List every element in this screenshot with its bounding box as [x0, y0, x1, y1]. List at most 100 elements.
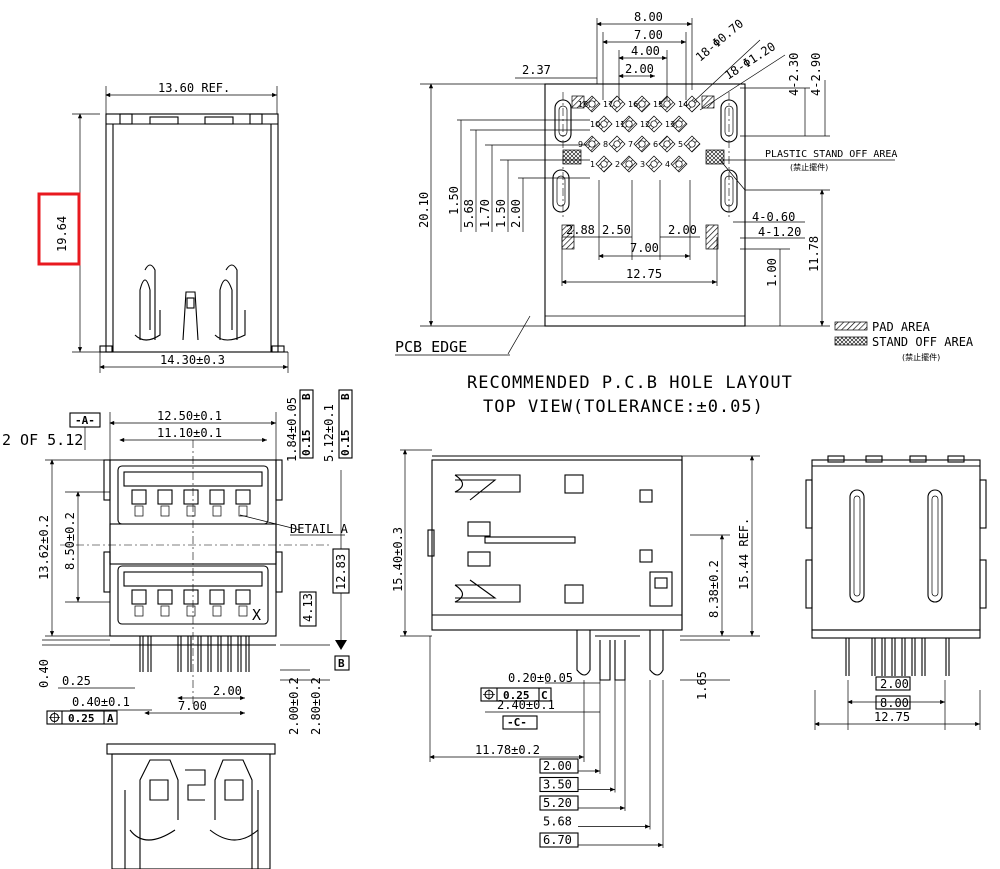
contact-spring [160, 505, 170, 517]
footprint-outline [544, 83, 746, 327]
boxed-dim-frame [539, 832, 579, 848]
hole [638, 140, 646, 148]
callout-hole-070: 18-Φ0.70 [693, 16, 746, 64]
dim-2-37: 2.37 [522, 63, 551, 77]
hole [675, 120, 683, 128]
hole [688, 140, 696, 148]
datum-c: -C- [507, 716, 527, 729]
hole [600, 120, 608, 128]
rear-dim-12-75: 12.75 [874, 710, 910, 724]
dim-8-00: 8.00 [634, 10, 663, 24]
contact-spring [160, 605, 170, 617]
contact-slot [235, 589, 251, 605]
hole [625, 160, 633, 168]
pin-number: 15 [653, 100, 663, 109]
dim-4-0-60: 4-0.60 [752, 210, 795, 224]
contact-slot [209, 489, 225, 505]
boxed-dim-1: 3.50 [543, 778, 572, 792]
pin-number: 12 [640, 120, 650, 129]
dim-14-30: 14.30±0.3 [160, 353, 225, 367]
boxed-dim-3: 5.68 [543, 815, 572, 829]
contact-spring [186, 605, 196, 617]
contact-slot [235, 489, 251, 505]
pin-number: 16 [628, 100, 638, 109]
pin-number: 10 [590, 120, 600, 129]
dim-20-10: 20.10 [417, 192, 431, 228]
dim-7-00-top: 7.00 [634, 28, 663, 42]
dim-1-50-b: 1.50 [494, 199, 508, 228]
hole [675, 160, 683, 168]
dim-8-50: 8.50±0.2 [63, 512, 77, 570]
dim-13-62: 13.62±0.2 [37, 515, 51, 580]
dim-5-12: 5.12±0.1 [322, 404, 336, 462]
boxed-dim-frame [539, 776, 579, 793]
hole [688, 100, 696, 108]
pin-number: 14 [678, 100, 688, 109]
pin-number: 13 [665, 120, 675, 129]
dim-1-65: 1.65 [695, 671, 709, 700]
legend-standoff-swatch [834, 336, 868, 346]
dim-11-10: 11.10±0.1 [157, 426, 222, 440]
legend-pad: PAD AREA [872, 320, 931, 334]
dim-2-50: 2.50 [602, 223, 631, 237]
dim-4-00: 4.00 [631, 44, 660, 58]
dim-13-60-ref: 13.60 REF. [158, 81, 230, 95]
contact-slot [157, 589, 173, 605]
pin-number: 4 [665, 160, 670, 169]
bottom-view [106, 743, 276, 869]
note-2-of-512: 2 OF 5.12 [2, 431, 83, 449]
fcf-3-datum: A [107, 712, 114, 725]
contact-spring [238, 605, 248, 617]
contact-spring [186, 505, 196, 517]
hole [650, 120, 658, 128]
dim-11-78: 11.78 [807, 236, 821, 272]
dim-12-50: 12.50±0.1 [157, 409, 222, 423]
contact-slot [183, 489, 199, 505]
hole [588, 100, 596, 108]
contact-spring [134, 505, 144, 517]
dim-5-68: 5.68 [462, 199, 476, 228]
dim-0-20: 0.20±0.05 [508, 671, 573, 685]
side-profile-view: 15.40±0.3 15.44 REF. 8.38±0.2 0.20±0. [391, 449, 760, 848]
dim-8-38: 8.38±0.2 [707, 560, 721, 618]
pin-number: 17 [603, 100, 613, 109]
dim-1-00: 1.00 [765, 258, 779, 287]
dim-2-00-b: 2.00 [668, 223, 697, 237]
pin-number: 2 [615, 160, 620, 169]
dim-4-1-20: 4-1.20 [758, 225, 801, 239]
datum-a: -A- [75, 414, 95, 427]
boxed-dim-frame [539, 795, 579, 811]
rear-dim-8-00: 8.00 [880, 696, 909, 710]
fcf-2-datum: B [339, 393, 352, 400]
hole [650, 160, 658, 168]
dim-7-00-b: 7.00 [630, 241, 659, 255]
rear-view: 2.00 8.00 12.75 [805, 455, 987, 730]
dim-0-40-tol: 0.40±0.1 [72, 695, 130, 709]
legend-standoff: STAND OFF AREA [872, 335, 974, 349]
contact-spring [212, 605, 222, 617]
fcf-2-value: 0.15 [339, 430, 352, 457]
legend-cn: (禁止擺件) [902, 352, 940, 362]
pcb-edge-label: PCB EDGE [395, 338, 467, 356]
pin-number: 18 [578, 100, 588, 109]
hole [613, 140, 621, 148]
contact-spring [212, 505, 222, 517]
boxed-dim-2: 5.20 [543, 796, 572, 810]
x-mark: X [252, 606, 261, 624]
dim-2-80-02: 2.80±0.2 [309, 677, 323, 735]
contact-spring [238, 505, 248, 517]
pin-number: 3 [640, 160, 645, 169]
pin-number: 7 [628, 140, 633, 149]
dim-15-40: 15.40±0.3 [391, 527, 405, 592]
contact-spring [134, 605, 144, 617]
dim-12-75: 12.75 [626, 267, 662, 281]
contact-slot [183, 589, 199, 605]
fcf-1-datum: B [300, 393, 313, 400]
pcb-hole-layout: 8.00 7.00 4.00 2.00 2.37 18-Φ0.70 18-Φ1.… [395, 10, 974, 417]
dim-12-83: 12.83 [334, 554, 348, 590]
contact-slot [131, 589, 147, 605]
datum-b: B [338, 657, 345, 670]
dim-1-84: 1.84±0.05 [285, 397, 299, 462]
dim-1-70: 1.70 [478, 199, 492, 228]
